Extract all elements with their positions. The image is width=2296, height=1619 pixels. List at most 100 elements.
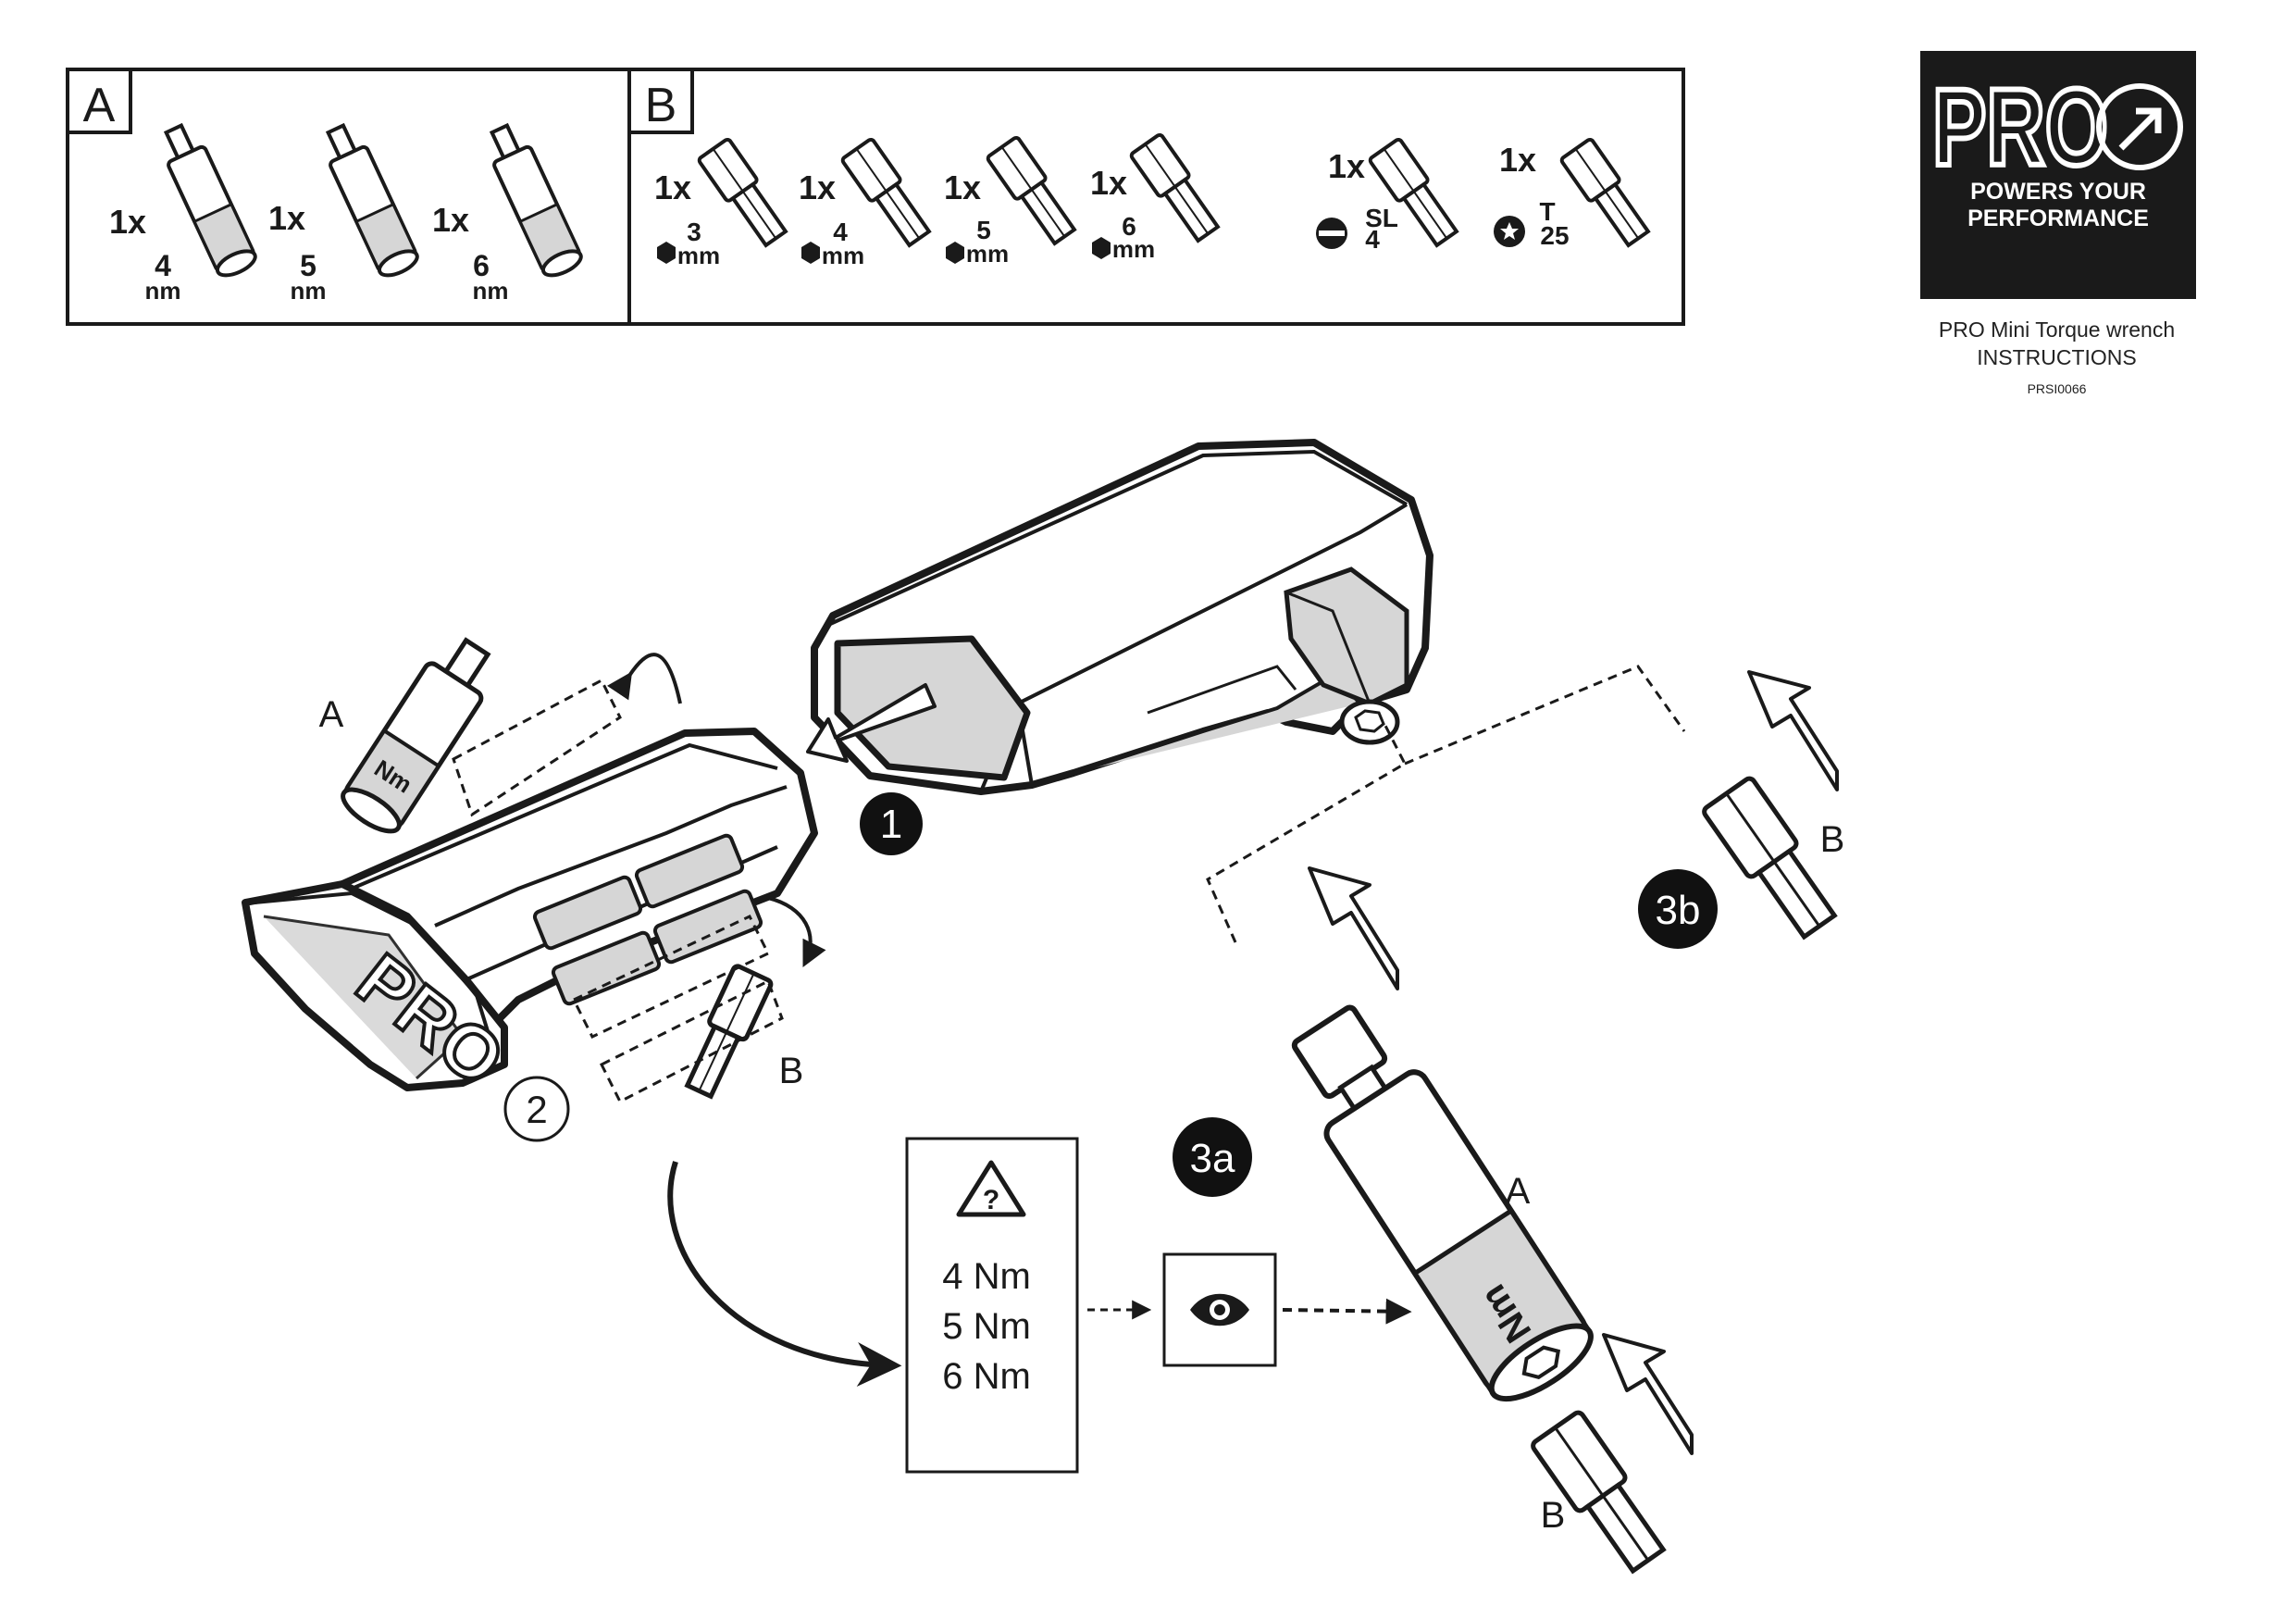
qty-label: 1x <box>1328 147 1365 185</box>
qty-label: 1x <box>1499 141 1536 179</box>
flow-arrow <box>667 1161 902 1387</box>
torx-icon <box>1494 216 1525 247</box>
label-a-3a: A <box>1506 1171 1531 1212</box>
step-badge-2: 2 <box>503 1076 570 1142</box>
bit-unit: mm <box>1112 235 1155 263</box>
slotted-icon <box>1316 218 1347 249</box>
step-number: 2 <box>526 1088 547 1131</box>
torque-values-box: ? 4 Nm 5 Nm 6 Nm <box>905 1137 1079 1474</box>
section-a-box <box>66 68 132 134</box>
check-arrow <box>1282 1298 1412 1325</box>
torque-cartridge-illustration: Nm <box>341 637 491 834</box>
bit-size: T <box>1539 197 1555 226</box>
pull-out-arrow-icon <box>806 683 937 763</box>
torque-cartridge-icon <box>163 122 257 278</box>
bit-size-number: 25 <box>1540 221 1569 250</box>
label-b-3a: B <box>1541 1495 1566 1536</box>
bit-slot-outline <box>571 896 826 1104</box>
qty-label: 1x <box>1090 164 1127 202</box>
eye-check-box <box>1162 1252 1277 1367</box>
bit-size: 3 <box>687 218 701 246</box>
bit-unit: mm <box>677 242 720 269</box>
eye-icon <box>1190 1293 1249 1326</box>
step-badge-1: 1 <box>860 792 923 855</box>
doc-subtitle: INSTRUCTIONS <box>1977 345 2137 369</box>
torque-cartridge-illustration: Nm <box>1291 1004 1594 1402</box>
slotted-bit-icon <box>1368 137 1459 248</box>
bit-unit: mm <box>966 240 1009 268</box>
step-number: 3a <box>1190 1136 1235 1181</box>
step-badge-3b: 3b <box>1638 869 1718 949</box>
torque-value-option: 4 Nm <box>942 1256 1031 1297</box>
section-a-item: 1x 5 nm <box>268 122 419 305</box>
torx-bit-icon <box>1559 137 1651 248</box>
section-b-box <box>627 68 694 134</box>
hex-icon <box>657 242 676 264</box>
handle-illustration <box>811 439 1433 795</box>
torque-values-frame <box>905 1137 1079 1474</box>
logo-arrow-icon <box>2096 83 2183 170</box>
qty-label: 1x <box>944 168 981 206</box>
hex-bit-icon <box>986 135 1077 246</box>
hex-bit-icon <box>1129 132 1221 243</box>
label-a-storage: A <box>319 694 344 735</box>
bit-size-number: 4 <box>1365 225 1380 254</box>
insert-arrow-icon <box>1308 866 1399 990</box>
section-a-item: 1x 6 nm <box>432 122 583 305</box>
bit-size: 6 <box>1122 212 1136 241</box>
label-b-3b: B <box>1820 819 1845 860</box>
bit-unit: mm <box>822 242 864 269</box>
bit-illustration <box>1702 776 1838 940</box>
torque-value: 4 <box>155 249 171 282</box>
step-number: 3b <box>1656 888 1701 933</box>
torque-value-option: 6 Nm <box>942 1356 1031 1397</box>
bit-size: 5 <box>976 216 991 244</box>
label-b-storage: B <box>779 1051 804 1091</box>
bit-size: SL <box>1365 204 1398 232</box>
logo-tagline-1: POWERS YOUR <box>1970 179 2146 205</box>
torque-value: 5 <box>300 249 316 282</box>
cartridge-slot-outline <box>452 653 682 817</box>
qty-label: 1x <box>432 201 469 239</box>
torque-unit: nm <box>473 277 509 305</box>
section-a-letter: A <box>83 79 116 132</box>
hex-bit-icon <box>697 137 788 248</box>
torque-unit: nm <box>145 277 181 305</box>
insertion-bracket <box>1206 665 1686 943</box>
bit-illustration <box>1531 1410 1667 1575</box>
torque-value-option: 5 Nm <box>942 1306 1031 1347</box>
bit-size: 4 <box>833 218 848 246</box>
section-b-item: 1x T 25 <box>1494 137 1651 250</box>
logo-tagline-2: PERFORMANCE <box>1967 205 2149 231</box>
parts-table: A 1x 4 nm 1x 5 nm <box>66 68 1685 326</box>
doc-title: PRO Mini Torque wrench <box>1938 318 2176 342</box>
warning-question-icon: ? <box>956 1160 1026 1217</box>
torque-unit: nm <box>291 277 327 305</box>
step-badge-3a: 3a <box>1173 1117 1252 1197</box>
hex-bit-icon <box>840 137 932 248</box>
hex-icon <box>946 242 964 264</box>
logo-background <box>1920 51 2196 299</box>
insert-arrow-icon <box>1747 670 1839 791</box>
svg-text:?: ? <box>983 1185 999 1215</box>
section-b-item: 1x 4 mm <box>799 137 932 269</box>
insert-arrow-icon <box>1602 1333 1694 1455</box>
bit-illustration <box>684 964 774 1100</box>
torque-cartridge-icon <box>489 122 583 278</box>
section-a-item: 1x 4 nm <box>109 122 257 305</box>
logo-wordmark: PRO <box>1932 67 2108 189</box>
section-b-item: 1x SL 4 <box>1316 137 1459 254</box>
qty-label: 1x <box>654 168 691 206</box>
pro-logo: PRO POWERS YOUR PERFORMANCE <box>1920 51 2196 299</box>
qty-label: 1x <box>268 199 305 237</box>
torque-value: 6 <box>473 249 490 282</box>
torque-cartridge-icon <box>325 122 419 278</box>
section-b-item: 1x 3 mm <box>654 137 788 269</box>
section-b-letter: B <box>645 79 677 132</box>
section-b-item: 1x 6 mm <box>1090 132 1221 263</box>
hex-icon <box>1092 237 1111 259</box>
step-number: 1 <box>880 802 902 847</box>
qty-label: 1x <box>799 168 836 206</box>
hex-icon <box>801 242 820 264</box>
